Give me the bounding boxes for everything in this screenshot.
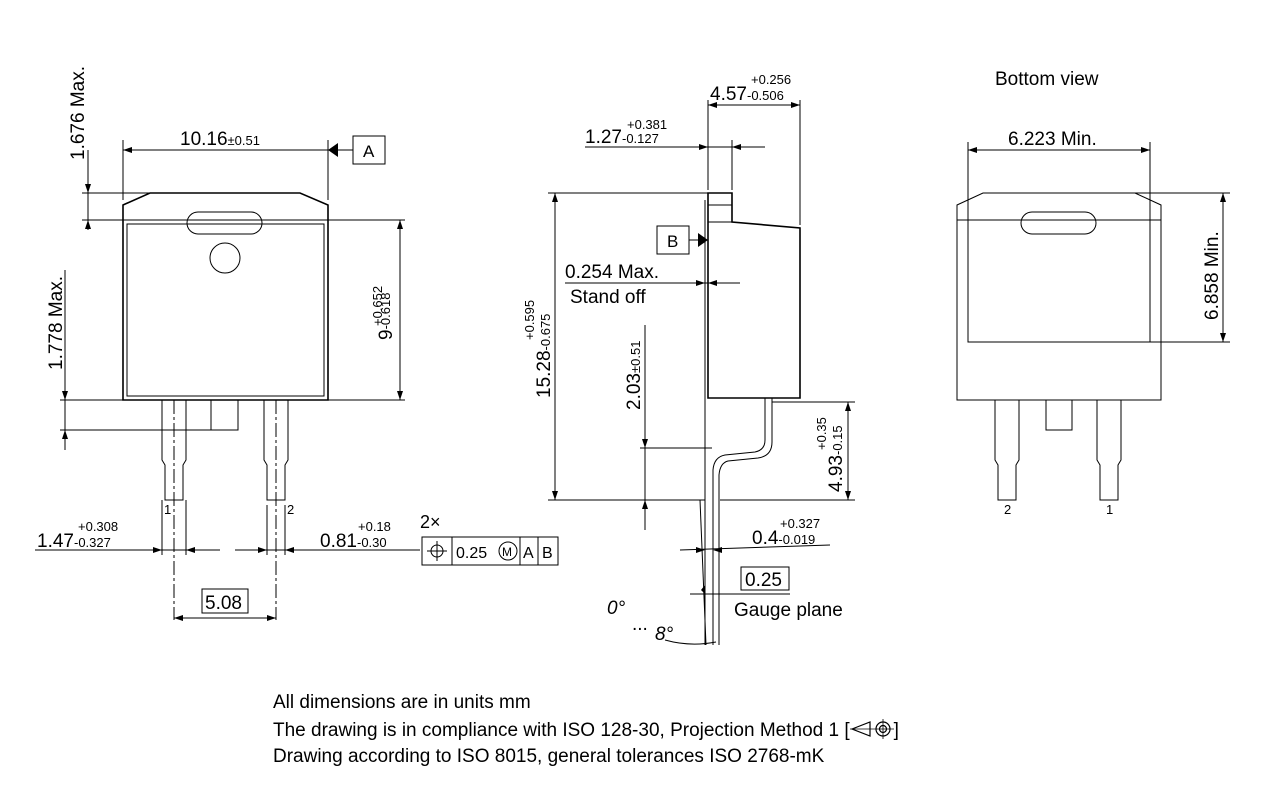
bottom-pin2-label: 2 [1004, 502, 1011, 517]
dim-top-main: 4.57-0.506 [710, 84, 784, 105]
dim-width-min: 6.223 Min. [1008, 129, 1097, 150]
note-units: All dimensions are in units mm [273, 692, 531, 713]
gauge-label: Gauge plane [734, 600, 843, 621]
dim-tab-tol-plus: +0.381 [627, 117, 667, 132]
dim-height-tol-plus: +0.652 [370, 286, 385, 326]
dim-foot-tol-plus: +0.35 [814, 417, 829, 450]
multiplier-label: 2× [420, 512, 441, 532]
fcf-datum-a: A [523, 545, 534, 562]
pitch-box [201, 588, 249, 614]
position-tolerance-icon [427, 541, 447, 561]
dim-total-main: 15.28-0.675 [534, 314, 555, 398]
dim-height-min: 6.858 Min. [1202, 231, 1223, 320]
pitch-label: 5.08 [205, 593, 242, 614]
standoff-label: Stand off [570, 287, 646, 308]
mmc-modifier-icon [498, 541, 518, 561]
mounting-slot [186, 211, 263, 235]
dim-lead-len-main: 2.03±0.51 [624, 341, 645, 410]
dim-width-main: 10.16±0.51 [180, 129, 260, 150]
fcf-value: 0.25 [456, 545, 487, 562]
pin1-label: 1 [164, 502, 171, 517]
gauge-value: 0.25 [745, 570, 782, 591]
dim-standoff: 0.254 Max. [565, 262, 659, 283]
dim-total-tol-plus: +0.595 [522, 300, 537, 340]
side-body-outline [707, 192, 801, 399]
pin2-label: 2 [287, 502, 294, 517]
angle-min: 0° [607, 598, 626, 619]
dim-lead-main: 1.47-0.327 [37, 531, 111, 552]
note-projection-text: The drawing is in compliance with ISO 12… [273, 720, 850, 741]
bottom-view: Bottom view 2 1 6.223 Min. 6.858 Min. [956, 69, 1230, 517]
side-lead [712, 398, 766, 645]
dim-foot-main: 4.93-0.15 [826, 425, 847, 492]
note-tolerances: Drawing according to ISO 8015, general t… [273, 746, 825, 767]
projection-method-icon [849, 719, 894, 739]
bottom-mounting-slot [1020, 211, 1097, 235]
dim-thick-main: 0.4-0.019 [752, 528, 815, 549]
bottom-lead-2 [994, 400, 1020, 501]
bottom-body-outline [956, 192, 1162, 401]
note-projection: The drawing is in compliance with ISO 12… [273, 719, 899, 742]
datum-a-box [352, 135, 386, 165]
angle-sep: ... [632, 614, 648, 635]
fcf-datum-b: B [542, 545, 553, 562]
dim-height-main: 9-0.618 [376, 293, 397, 340]
fcf-modifier: M [502, 545, 512, 559]
bottom-pin1-label: 1 [1106, 502, 1113, 517]
datum-a-label: A [363, 142, 375, 161]
dim-tab-main: 1.27-0.127 [585, 127, 659, 148]
dim-top-tol-plus: +0.256 [751, 72, 791, 87]
bottom-view-title: Bottom view [995, 69, 1099, 90]
feature-control-frame: 0.25 M A B [421, 536, 559, 566]
side-view: 4.57-0.506 +0.256 1.27-0.127 +0.381 B 0.… [522, 72, 855, 646]
center-tab [210, 399, 239, 431]
dim-lead-tol-plus: +0.308 [78, 519, 118, 534]
angle-max: 8° [655, 624, 674, 645]
dim-lead2-tol-plus: +0.18 [358, 519, 391, 534]
bottom-center-tab [1045, 399, 1073, 431]
dim-height-max: 1.676 Max. [68, 66, 89, 160]
datum-b-label: B [667, 232, 678, 251]
datum-b-triangle [698, 233, 708, 247]
gauge-box [740, 566, 790, 591]
datum-a-triangle [328, 143, 338, 157]
top-view: 1 2 1.676 Max. 10.16±0.51 A 1.778 Max. 9… [35, 66, 559, 621]
dim-lead2-main: 0.81-0.30 [320, 531, 387, 552]
pin1-marker-circle [209, 242, 241, 274]
note-projection-end: ] [893, 720, 899, 741]
dim-thick-tol-plus: +0.327 [780, 516, 820, 531]
dim-body-max: 1.778 Max. [46, 276, 67, 370]
package-body-inner [123, 219, 328, 397]
bottom-lead-1 [1096, 400, 1122, 501]
